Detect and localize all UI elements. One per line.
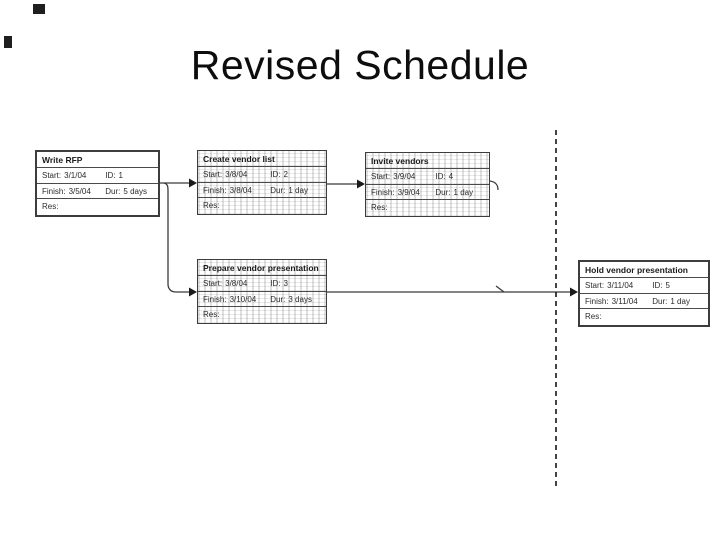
- dur-label: Dur:: [270, 185, 286, 195]
- task-start-id-row: Start:3/9/04 ID:4: [366, 169, 489, 185]
- task-start-id-row: Start:3/8/04 ID:3: [198, 276, 326, 292]
- id-label: ID:: [652, 281, 663, 291]
- start-value: 3/9/04: [393, 172, 416, 182]
- start-label: Start:: [585, 281, 605, 291]
- dur-value: 3 days: [288, 294, 312, 304]
- task-name: Prepare vendor presentation: [198, 260, 326, 277]
- dur-value: 5 days: [123, 186, 147, 196]
- task-name: Invite vendors: [366, 153, 489, 170]
- id-label: ID:: [270, 279, 281, 289]
- task-node-prepare-vendor-presentation[interactable]: Prepare vendor presentation Start:3/8/04…: [197, 259, 327, 324]
- task-start-id-row: Start:3/8/04 ID:2: [198, 167, 326, 183]
- start-value: 3/8/04: [225, 279, 248, 289]
- id-label: ID:: [105, 171, 116, 181]
- start-label: Start:: [42, 171, 62, 181]
- finish-label: Finish:: [371, 187, 395, 197]
- task-finish-dur-row: Finish:3/8/04 Dur:1 day: [198, 183, 326, 199]
- id-value: 1: [118, 171, 123, 181]
- page-title: Revised Schedule: [190, 42, 530, 88]
- connector-write-to-prepare: [163, 182, 190, 293]
- id-value: 3: [283, 279, 288, 289]
- finish-value: 3/9/04: [397, 187, 420, 197]
- task-node-create-vendor-list[interactable]: Create vendor list Start:3/8/04 ID:2 Fin…: [197, 150, 327, 215]
- id-value: 5: [665, 281, 670, 291]
- finish-value: 3/11/04: [611, 296, 638, 306]
- start-label: Start:: [203, 170, 223, 180]
- res-label: Res:: [371, 203, 388, 213]
- finish-label: Finish:: [585, 296, 609, 306]
- task-name: Create vendor list: [198, 151, 326, 168]
- id-value: 2: [283, 170, 288, 180]
- dur-label: Dur:: [652, 296, 668, 306]
- arrowhead-hold: [570, 287, 578, 297]
- task-node-write-rfp[interactable]: Write RFP Start:3/1/04 ID:1 Finish:3/5/0…: [35, 150, 160, 217]
- res-label: Res:: [203, 310, 220, 320]
- arrowhead-invite: [357, 179, 365, 189]
- arrowhead-create: [189, 178, 197, 188]
- id-value: 4: [448, 172, 454, 182]
- task-start-id-row: Start:3/1/04 ID:1: [37, 168, 158, 184]
- dur-label: Dur:: [435, 187, 451, 197]
- dur-value: 1 day: [453, 187, 474, 197]
- task-node-invite-vendors[interactable]: Invite vendors Start:3/9/04 ID:4 Finish:…: [365, 152, 490, 217]
- dur-label: Dur:: [105, 186, 121, 196]
- corner-artifact-top: [33, 4, 45, 14]
- task-node-hold-vendor-presentation[interactable]: Hold vendor presentation Start:3/11/04 I…: [578, 260, 710, 327]
- id-label: ID:: [270, 170, 281, 180]
- connector-invite-stub: [489, 180, 499, 191]
- arrowhead-prepare: [189, 287, 197, 297]
- start-label: Start:: [371, 172, 391, 182]
- connector-merge-tick: [495, 285, 505, 293]
- finish-label: Finish:: [42, 186, 66, 196]
- finish-label: Finish:: [203, 294, 227, 304]
- id-label: ID:: [435, 172, 446, 182]
- start-value: 3/8/04: [225, 170, 248, 180]
- corner-artifact-left: [4, 36, 12, 48]
- dur-value: 1 day: [288, 185, 308, 195]
- finish-label: Finish:: [203, 185, 227, 195]
- res-label: Res:: [203, 201, 220, 211]
- dur-value: 1 day: [670, 296, 690, 306]
- task-finish-dur-row: Finish:3/9/04 Dur:1 day: [366, 185, 489, 201]
- task-finish-dur-row: Finish:3/11/04 Dur:1 day: [580, 294, 708, 310]
- task-name: Write RFP: [37, 152, 158, 169]
- start-label: Start:: [203, 279, 223, 289]
- res-label: Res:: [585, 312, 602, 322]
- task-finish-dur-row: Finish:3/10/04 Dur:3 days: [198, 292, 326, 308]
- start-value: 3/1/04: [64, 171, 87, 181]
- finish-value: 3/5/04: [68, 186, 91, 196]
- start-value: 3/11/04: [607, 281, 634, 291]
- task-name: Hold vendor presentation: [580, 262, 708, 279]
- task-start-id-row: Start:3/11/04 ID:5: [580, 278, 708, 294]
- finish-value: 3/8/04: [229, 185, 252, 195]
- task-finish-dur-row: Finish:3/5/04 Dur:5 days: [37, 184, 158, 200]
- dur-label: Dur:: [270, 294, 286, 304]
- res-label: Res:: [42, 202, 59, 212]
- finish-value: 3/10/04: [229, 294, 257, 304]
